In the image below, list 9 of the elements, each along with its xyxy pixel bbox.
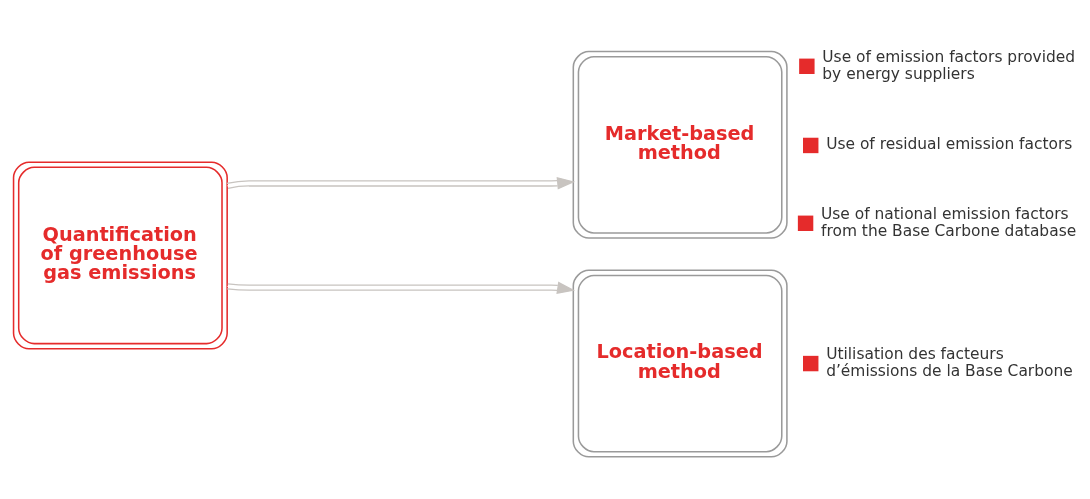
node-label: Use of national emission factors from the Base Carbone database — [821, 204, 1077, 240]
node-box: Location-based method — [572, 269, 788, 458]
node-label: Use of residual emission factors — [826, 134, 1073, 153]
node-box: Market-based method — [572, 50, 788, 239]
arrow — [226, 176, 576, 190]
node-label: Utilisation des facteurs d’émissions de la Base Carbone — [826, 344, 1073, 380]
node-label: Use of emission factors provided by energy suppliers — [822, 47, 1076, 83]
arrow — [226, 281, 576, 294]
node-box: Quantification of greenhouse gas emissions — [12, 160, 228, 350]
